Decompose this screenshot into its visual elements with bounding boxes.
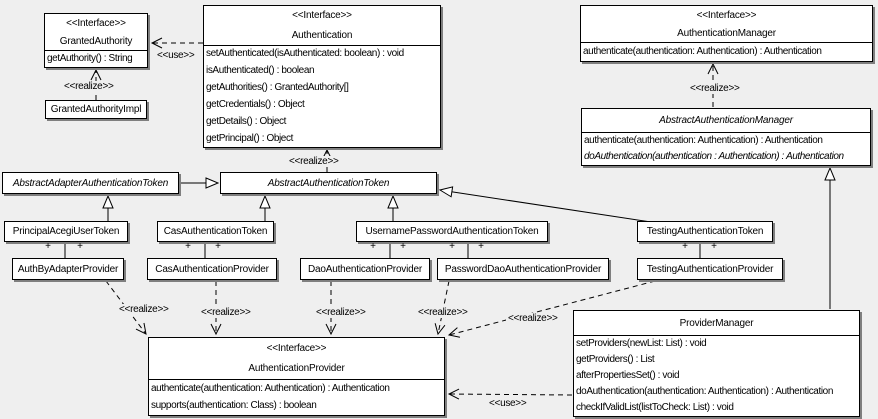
class-name: TestingAuthenticationToken bbox=[646, 226, 764, 237]
multiplicity-plus: + bbox=[449, 241, 455, 252]
edge-realize-authbyadapter-authprovider bbox=[105, 280, 147, 335]
multiplicity-plus: + bbox=[45, 241, 51, 252]
class-granted-authority-impl[interactable]: GrantedAuthorityImpl bbox=[45, 100, 147, 119]
multiplicity-plus: + bbox=[400, 241, 406, 252]
class-abstract-authentication-manager[interactable]: AbstractAuthenticationManager authentica… bbox=[581, 108, 871, 166]
edge-label-realize-casprovider: <<realize>> bbox=[199, 307, 253, 318]
method: supports(authentication: Class) : boolea… bbox=[151, 400, 317, 412]
class-name: TestingAuthenticationProvider bbox=[646, 263, 774, 275]
method: getCredentials() : Object bbox=[206, 98, 305, 110]
method: setProviders(newList: List) : void bbox=[576, 338, 707, 349]
class-name: PasswordDaoAuthenticationProvider bbox=[444, 263, 602, 275]
class-name: AbstractAuthenticationToken bbox=[267, 177, 390, 189]
edge-label-realize-authentication: <<realize>> bbox=[287, 156, 341, 167]
class-name: CasAuthenticationProvider bbox=[155, 263, 269, 275]
class-provider-manager[interactable]: ProviderManager setProviders(newList: Li… bbox=[573, 310, 860, 417]
class-testing-authentication-token[interactable]: TestingAuthenticationToken bbox=[637, 221, 773, 242]
class-testing-authentication-provider[interactable]: TestingAuthenticationProvider bbox=[637, 258, 783, 280]
class-granted-authority[interactable]: <<Interface>> GrantedAuthority getAuthor… bbox=[44, 13, 148, 68]
method: isAuthenticated() : boolean bbox=[206, 65, 315, 77]
class-name: GrantedAuthority bbox=[59, 35, 133, 47]
class-name: DaoAuthenticationProvider bbox=[308, 263, 422, 275]
method: authenticate(authentication: Authenticat… bbox=[583, 46, 822, 57]
class-name: GrantedAuthorityImpl bbox=[50, 104, 142, 115]
multiplicity-plus: + bbox=[478, 241, 484, 252]
class-name: AbstractAdapterAuthenticationToken bbox=[12, 177, 169, 189]
edge-use-providermanager-authprovider bbox=[447, 388, 573, 400]
method: getPrincipal() : Object bbox=[206, 132, 293, 144]
class-name: PrincipalAcegiUserToken bbox=[12, 226, 120, 237]
class-name: ProviderManager bbox=[679, 317, 754, 329]
multiplicity-plus: + bbox=[77, 241, 83, 252]
class-name: AbstractAuthenticationManager bbox=[659, 115, 793, 126]
edge-label-realize-passworddao: <<realize>> bbox=[416, 307, 470, 318]
class-name: Authentication bbox=[291, 29, 353, 41]
edge-label-realize-daoprovider: <<realize>> bbox=[314, 307, 368, 318]
class-cas-authentication-token[interactable]: CasAuthenticationToken bbox=[157, 221, 274, 242]
class-password-dao-authentication-provider[interactable]: PasswordDaoAuthenticationProvider bbox=[437, 258, 609, 280]
method: doAuthentication(authentication : Authen… bbox=[584, 151, 844, 162]
class-authentication-provider[interactable]: <<Interface>> AuthenticationProvider aut… bbox=[148, 337, 445, 416]
class-name: UsernamePasswordAuthenticationToken bbox=[365, 226, 539, 237]
class-auth-by-adapter-provider[interactable]: AuthByAdapterProvider bbox=[12, 258, 124, 280]
edge-label-realize-authenticationmanager: <<realize>> bbox=[688, 83, 742, 94]
class-authentication-manager[interactable]: <<Interface>> AuthenticationManager auth… bbox=[580, 5, 873, 62]
stereotype: <<Interface>> bbox=[66, 17, 126, 29]
method: getDetails() : Object bbox=[206, 115, 286, 127]
method: getAuthority() : String bbox=[47, 53, 133, 64]
class-name: AuthenticationManager bbox=[677, 27, 776, 39]
multiplicity-plus: + bbox=[185, 241, 191, 252]
method: setAuthenticated(isAuthenticated: boolea… bbox=[206, 48, 404, 60]
method: checkIfValidList(listToCheck: List) : vo… bbox=[576, 402, 734, 413]
multiplicity-plus: + bbox=[215, 241, 221, 252]
method: getProviders() : List bbox=[576, 354, 655, 365]
class-name: CasAuthenticationToken bbox=[163, 226, 268, 237]
method: authenticate(authentication: Authenticat… bbox=[151, 382, 390, 394]
edge-label-realize-grantedauthority: <<realize>> bbox=[62, 81, 116, 92]
method: getAuthorities() : GrantedAuthority[] bbox=[206, 82, 349, 94]
class-abstract-adapter-authentication-token[interactable]: AbstractAdapterAuthenticationToken bbox=[2, 172, 179, 194]
class-dao-authentication-provider[interactable]: DaoAuthenticationProvider bbox=[300, 258, 430, 280]
method: authenticate(authentication: Authenticat… bbox=[584, 135, 823, 146]
multiplicity-plus: + bbox=[711, 241, 717, 252]
edge-label-use-grantedauthority: <<use>> bbox=[155, 50, 197, 61]
multiplicity-plus: + bbox=[370, 241, 376, 252]
stereotype: <<Interface>> bbox=[292, 10, 352, 22]
stereotype: <<Interface>> bbox=[266, 342, 327, 354]
class-authentication[interactable]: <<Interface>> Authentication setAuthenti… bbox=[203, 5, 441, 148]
class-name: AuthByAdapterProvider bbox=[17, 263, 119, 275]
class-username-password-authentication-token[interactable]: UsernamePasswordAuthenticationToken bbox=[356, 221, 548, 242]
class-cas-authentication-provider[interactable]: CasAuthenticationProvider bbox=[147, 258, 277, 280]
stereotype: <<Interface>> bbox=[696, 9, 757, 21]
edge-label-realize-authbyadapter: <<realize>> bbox=[117, 304, 171, 315]
class-name: AuthenticationProvider bbox=[248, 363, 345, 375]
method: afterPropertiesSet() : void bbox=[576, 370, 680, 381]
edge-label-use-providermanager: <<use>> bbox=[487, 398, 529, 409]
multiplicity-plus: + bbox=[682, 241, 688, 252]
class-abstract-authentication-token[interactable]: AbstractAuthenticationToken bbox=[220, 172, 437, 194]
edge-label-realize-testingprovider: <<realize>> bbox=[506, 313, 560, 324]
method: doAuthentication(authentication: Authent… bbox=[576, 386, 833, 397]
class-principal-acegi-user-token[interactable]: PrincipalAcegiUserToken bbox=[4, 221, 128, 242]
edge-gen-testingtoken-abstracttoken bbox=[440, 190, 652, 223]
